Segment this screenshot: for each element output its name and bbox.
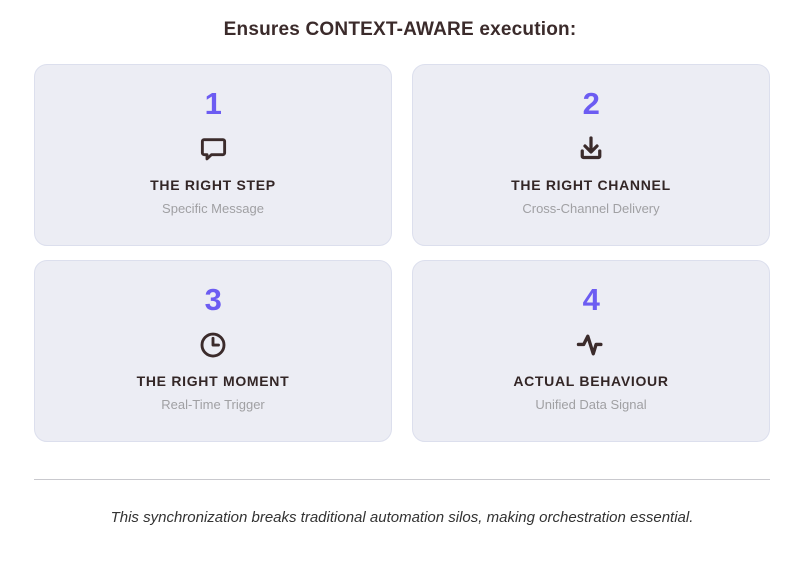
card-title: THE RIGHT MOMENT: [136, 373, 290, 389]
card-number: 4: [582, 282, 600, 317]
footnote-text: This synchronization breaks traditional …: [110, 509, 694, 526]
card-title: ACTUAL BEHAVIOUR: [513, 373, 669, 389]
card-subtitle: Specific Message: [162, 200, 264, 216]
card-number: 2: [582, 86, 600, 121]
card-the-right-moment: 3 THE RIGHT MOMENT Real-Time Trigger: [34, 260, 392, 442]
chat-bubble-icon: [198, 132, 228, 166]
card-title: THE RIGHT STEP: [150, 177, 276, 193]
download-icon: [576, 132, 606, 166]
card-number: 1: [204, 86, 222, 121]
card-subtitle: Cross-Channel Delivery: [522, 200, 660, 216]
clock-icon: [198, 328, 228, 362]
card-the-right-step: 1 THE RIGHT STEP Specific Message: [34, 64, 392, 246]
card-subtitle: Real-Time Trigger: [161, 396, 265, 412]
card-subtitle: Unified Data Signal: [535, 396, 647, 412]
card-title: THE RIGHT CHANNEL: [511, 177, 671, 193]
card-the-right-channel: 2 THE RIGHT CHANNEL Cross-Channel Delive…: [412, 64, 770, 246]
cards-grid: 1 THE RIGHT STEP Specific Message 2 THE …: [34, 64, 770, 442]
pulse-activity-icon: [575, 328, 607, 362]
card-actual-behaviour: 4 ACTUAL BEHAVIOUR Unified Data Signal: [412, 260, 770, 442]
page-title: Ensures CONTEXT-AWARE execution:: [223, 19, 577, 40]
section-divider: [34, 479, 770, 480]
card-number: 3: [204, 282, 222, 317]
